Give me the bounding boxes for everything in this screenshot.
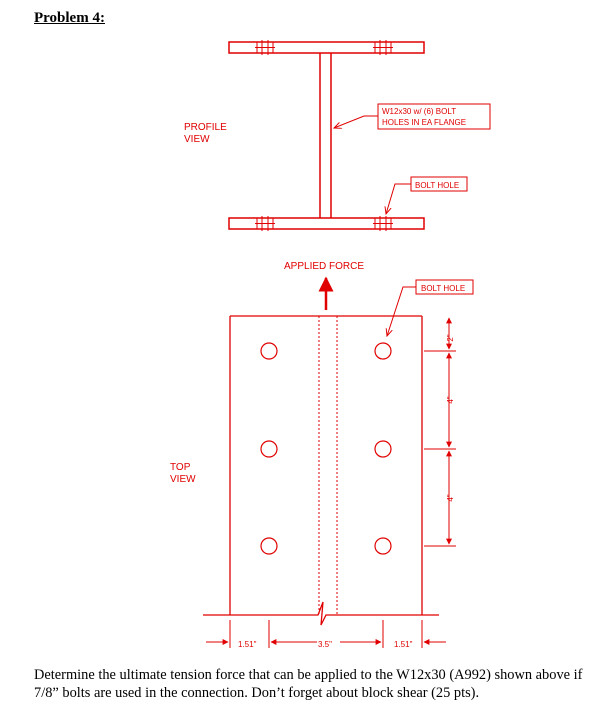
problem-title: Problem 4: [34, 10, 105, 26]
profile-label-line2: VIEW [184, 134, 210, 145]
vertical-dimensions [424, 317, 456, 547]
problem-statement-line1: Determine the ultimate tension force tha… [34, 667, 583, 683]
dim-spacing-top: 2" [446, 334, 455, 341]
top-label-line1: TOP [170, 462, 191, 473]
bolt-hole-callout-top [387, 279, 474, 336]
section-callout [334, 103, 491, 130]
dim-gage: 3.5" [318, 640, 332, 649]
flange-plate-top-view [203, 315, 439, 626]
bolt-hole-callout-top-text: BOLT HOLE [421, 284, 465, 293]
section-callout-line2: HOLES IN EA FLANGE [382, 118, 466, 127]
engineering-drawing: PROFILE VIEW W12x30 w/ (6) BOLT HOLES IN… [170, 40, 491, 649]
dim-spacing-bottom: 4" [446, 494, 455, 501]
top-label-line2: VIEW [170, 474, 196, 485]
problem-statement-line2: 7/8” bolts are used in the connection. D… [34, 685, 480, 701]
profile-bolt-holes [255, 40, 393, 231]
dim-edge-right: 1.51" [394, 640, 413, 649]
dim-spacing-mid: 4" [446, 396, 455, 403]
section-callout-line1: W12x30 w/ (6) BOLT [382, 107, 456, 116]
top-view-bolt-holes [260, 342, 392, 555]
w-section-profile [228, 41, 425, 230]
horizontal-dimensions [206, 620, 446, 648]
bolt-hole-callout-profile-text: BOLT HOLE [415, 181, 459, 190]
dim-edge-left: 1.51" [238, 640, 257, 649]
bolt-hole-callout-profile [386, 176, 468, 214]
problem-statement: Determine the ultimate tension force tha… [34, 666, 610, 702]
profile-label-line1: PROFILE [184, 122, 227, 133]
applied-force-label: APPLIED FORCE [284, 261, 364, 272]
